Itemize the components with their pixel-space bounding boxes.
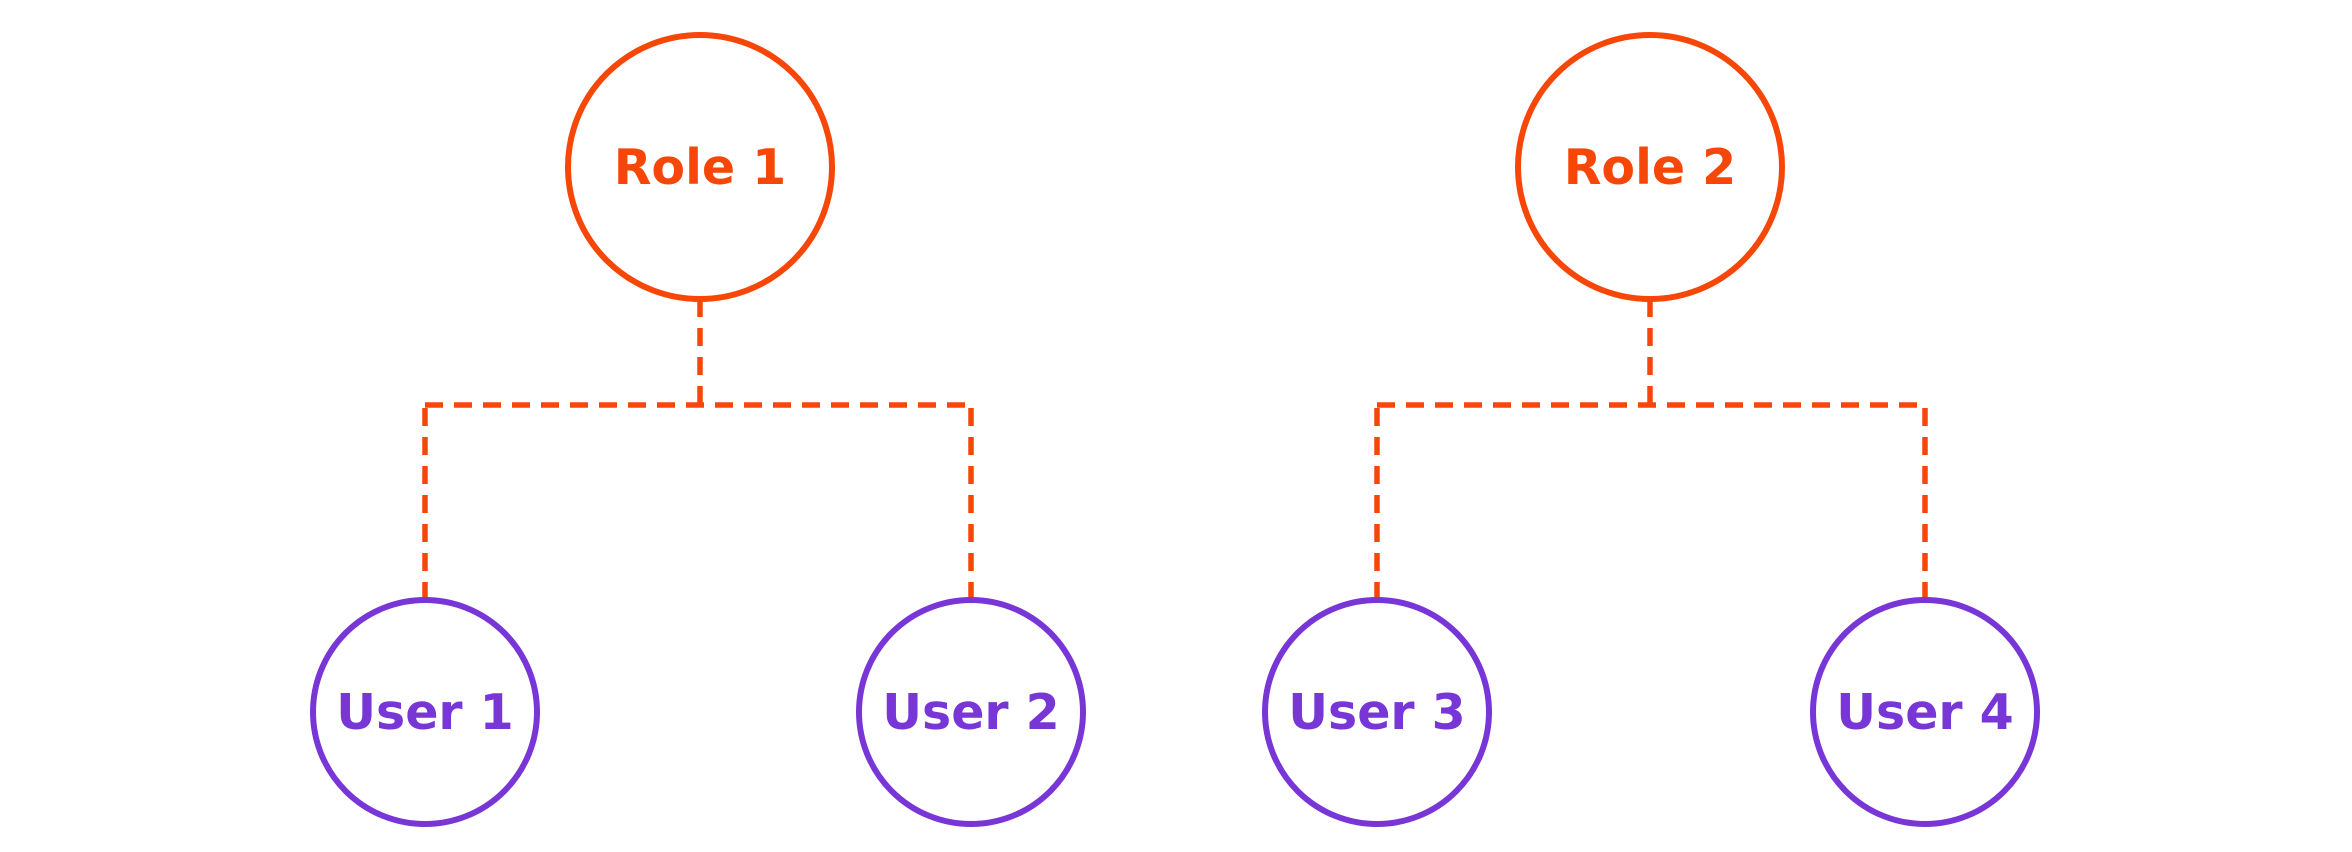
role-2-connector-lines bbox=[1374, 299, 1928, 600]
user-2-node-circle bbox=[856, 597, 1086, 827]
user-3-node-circle bbox=[1262, 597, 1492, 827]
user-4-label: User 4 bbox=[1836, 684, 2014, 741]
user-3-label: User 3 bbox=[1288, 684, 1466, 741]
role-2-node-circle bbox=[1515, 32, 1785, 302]
user-1-node-circle bbox=[310, 597, 540, 827]
role-1-node-circle bbox=[565, 32, 835, 302]
tree-role-1: Role 1 User 1 User 2 bbox=[310, 32, 1086, 827]
user-1-label: User 1 bbox=[336, 684, 514, 741]
tree-role-2: Role 2 User 3 User 4 bbox=[1262, 32, 2040, 827]
user-4-node-circle bbox=[1810, 597, 2040, 827]
role-1-connector-lines bbox=[422, 299, 974, 600]
user-2-label: User 2 bbox=[882, 684, 1060, 741]
role-1-label: Role 1 bbox=[614, 139, 787, 196]
role-2-label: Role 2 bbox=[1564, 139, 1737, 196]
